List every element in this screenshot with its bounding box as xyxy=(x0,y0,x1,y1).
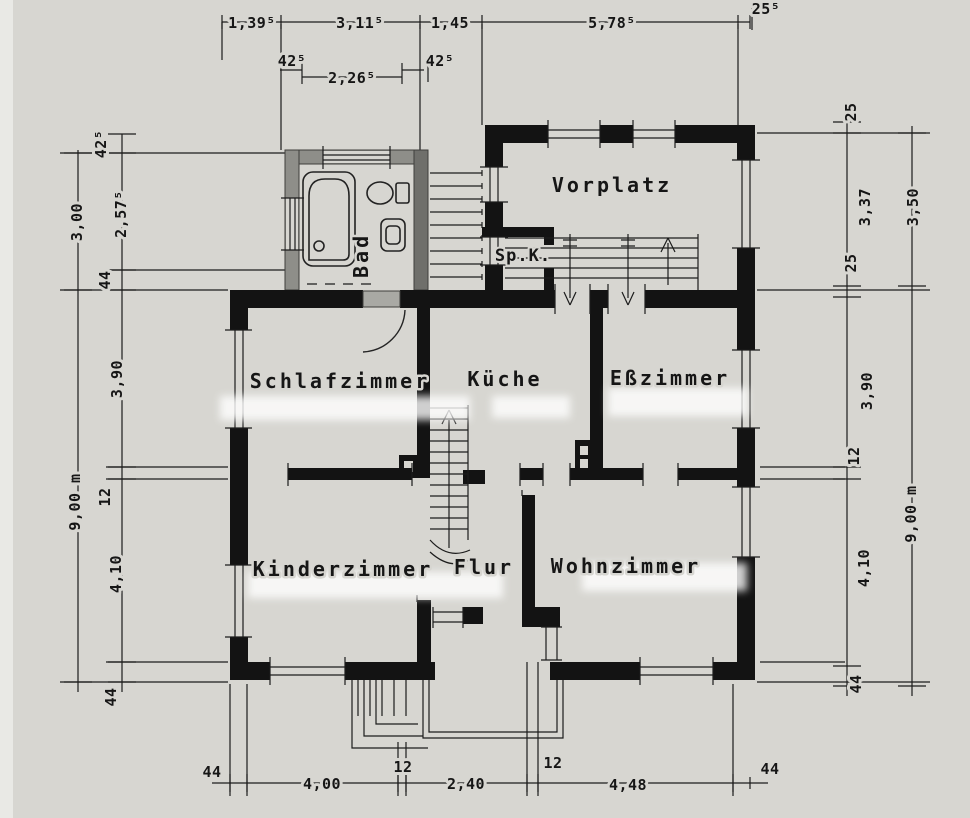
dim-label: 3,90 xyxy=(108,360,126,398)
entrance-steps xyxy=(351,680,564,749)
room-label-kueche: Küche xyxy=(467,367,542,391)
window xyxy=(732,486,760,558)
dim-label: 3,37 xyxy=(856,188,874,226)
room-label-kinderzimmer: Kinderzimmer xyxy=(253,557,434,581)
bad-window-top xyxy=(322,146,391,169)
dim-label: 1,45 xyxy=(431,14,469,32)
door-swing-arc xyxy=(362,309,406,353)
room-label-spk: Sp.K. xyxy=(495,246,551,266)
room-label-esszimmer: Eßzimmer xyxy=(610,366,730,390)
dim-label: 3,00 xyxy=(68,203,86,241)
window xyxy=(632,120,676,148)
vorplatz-stair xyxy=(505,234,699,306)
window xyxy=(480,166,508,203)
dim-label: 2,40 xyxy=(447,775,485,793)
dim-label: 12 xyxy=(845,446,863,465)
walls xyxy=(230,125,755,680)
dim-label: 25⁵ xyxy=(752,0,781,18)
dim-label: 12 xyxy=(543,754,562,772)
dim-label: 42⁵ xyxy=(92,130,110,159)
paper-edge xyxy=(0,0,13,818)
cellar-stair xyxy=(429,405,473,565)
room-label-vorplatz: Vorplatz xyxy=(552,173,672,197)
dim-label: 5,78⁵ xyxy=(588,14,636,32)
dim-label: 25 xyxy=(842,253,860,272)
dim-label: 44 xyxy=(202,763,221,781)
dim-label: 4,48 xyxy=(609,776,647,794)
dim-label: 42⁵ xyxy=(426,52,455,70)
dim-label: 2,57⁵ xyxy=(112,190,130,238)
dim-label: 44 xyxy=(102,687,120,706)
dim-label: 42⁵ xyxy=(278,52,307,70)
door-jamb-ticks xyxy=(287,284,679,602)
dim-label: 3,90 xyxy=(858,372,876,410)
bathtub-drain xyxy=(313,240,325,252)
dim-label: 44 xyxy=(96,270,114,289)
window xyxy=(547,120,601,148)
window xyxy=(225,564,252,638)
window xyxy=(269,657,346,685)
dim-label: 9,00 m xyxy=(66,473,84,530)
dim-label: 4,00 xyxy=(303,775,341,793)
dim-label: 3,50 xyxy=(904,188,922,226)
dim-label: 1,39⁵ xyxy=(228,14,276,32)
washbasin-icon xyxy=(366,181,394,205)
dim-label: 25 xyxy=(842,102,860,121)
dim-label: 2,26⁵ xyxy=(328,69,376,87)
room-label-bad: Bad xyxy=(349,233,373,278)
dim-label: 44 xyxy=(847,674,865,693)
dim-label: 12 xyxy=(96,487,114,506)
bad-annex xyxy=(281,146,429,291)
dim-label: 12 xyxy=(393,758,412,776)
room-label-flur: Flur xyxy=(454,555,514,579)
dim-label: 3,11⁵ xyxy=(336,14,384,32)
window xyxy=(480,236,508,266)
room-label-wohnzimmer: Wohnzimmer xyxy=(551,554,701,578)
dim-label: 4,10 xyxy=(107,555,125,593)
window xyxy=(732,159,760,249)
windows xyxy=(225,120,760,685)
dim-label: 4,10 xyxy=(855,549,873,587)
front-door xyxy=(432,607,562,661)
toilet-icon xyxy=(380,218,406,252)
exterior-side-steps xyxy=(430,170,483,280)
bad-wall-right xyxy=(413,149,429,291)
window xyxy=(639,657,714,685)
dimension-lines xyxy=(60,6,930,796)
bath-fixtures xyxy=(302,171,410,267)
bathtub-icon xyxy=(302,171,356,267)
dim-label: 9,00 m xyxy=(902,485,920,542)
room-label-schlafzimmer: Schlafzimmer xyxy=(250,369,431,393)
bad-door xyxy=(307,283,406,353)
dim-label: 44 xyxy=(760,760,779,778)
bad-window-left xyxy=(281,197,304,251)
paper-smudges xyxy=(220,388,748,598)
